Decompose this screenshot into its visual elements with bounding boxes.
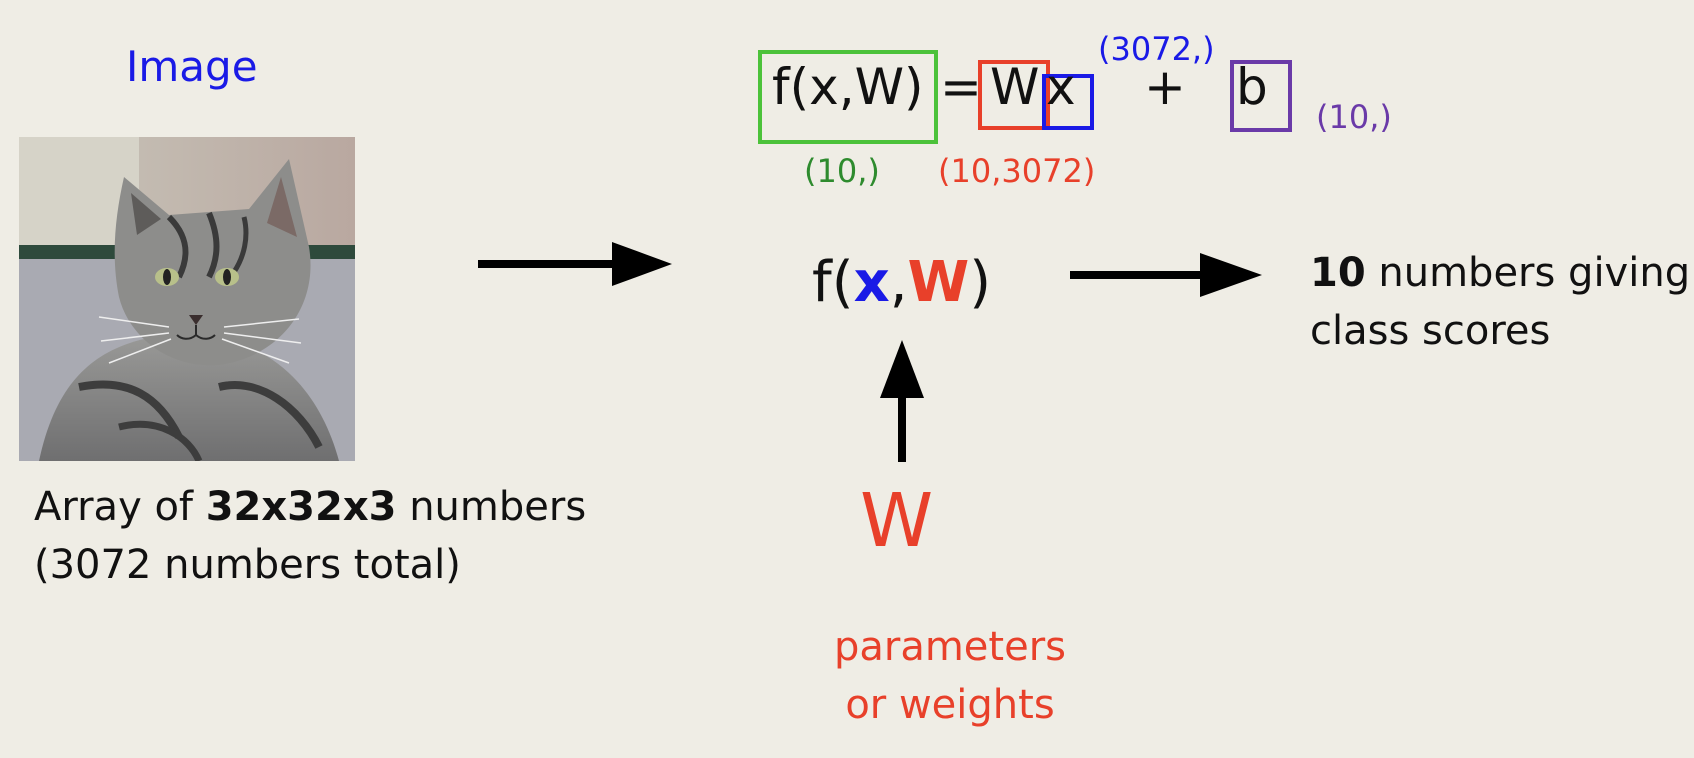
arrow-function-to-scores: [1070, 253, 1262, 297]
dim-x: (3072,): [1098, 30, 1215, 68]
bias-box: [1230, 60, 1292, 132]
array-line-1: Array of 32x32x3 numbers: [34, 478, 586, 536]
weights-line-1: parameters: [833, 624, 1066, 670]
weights-description: parameters or weights: [820, 618, 1080, 734]
array-description: Array of 32x32x3 numbers (3072 numbers t…: [34, 478, 586, 594]
arrow-image-to-function: [478, 242, 672, 286]
function-open: f(: [812, 250, 854, 315]
dim-w: (10,3072): [938, 152, 1096, 190]
scores-line-1: 10 numbers giving: [1310, 244, 1690, 302]
weight-box: [978, 60, 1050, 130]
scores-description: 10 numbers giving class scores: [1310, 244, 1690, 360]
equation-lhs: f(x,W): [772, 58, 924, 116]
equation-plus: +: [1144, 58, 1186, 116]
array-line-2: (3072 numbers total): [34, 542, 461, 588]
input-box: [1042, 74, 1094, 130]
function-x: x: [853, 250, 890, 315]
array-line-1-prefix: Array of: [34, 484, 206, 530]
dim-b: (10,): [1316, 98, 1392, 136]
function-w: W: [907, 250, 970, 315]
function-close: ): [969, 250, 992, 315]
scores-line-1-rest: numbers giving: [1365, 250, 1691, 296]
dim-lhs: (10,): [804, 152, 880, 190]
arrow-weights-to-function: [880, 340, 924, 462]
cat-photo: [19, 137, 355, 461]
weights-symbol: W: [860, 478, 934, 564]
function-comma: ,: [889, 250, 908, 315]
scores-line-2: class scores: [1310, 308, 1551, 354]
lhs-box: [758, 50, 938, 144]
equation-equals: =: [940, 58, 982, 116]
array-line-1-suffix: numbers: [396, 484, 587, 530]
equation-w: W: [990, 58, 1040, 116]
equation-b: b: [1236, 58, 1268, 116]
function-expression: f(x,W): [812, 250, 991, 315]
scores-count: 10: [1310, 250, 1366, 296]
array-dimensions: 32x32x3: [205, 484, 397, 530]
weights-line-2: or weights: [845, 682, 1055, 728]
equation-x: x: [1046, 58, 1076, 116]
image-label: Image: [126, 42, 258, 91]
